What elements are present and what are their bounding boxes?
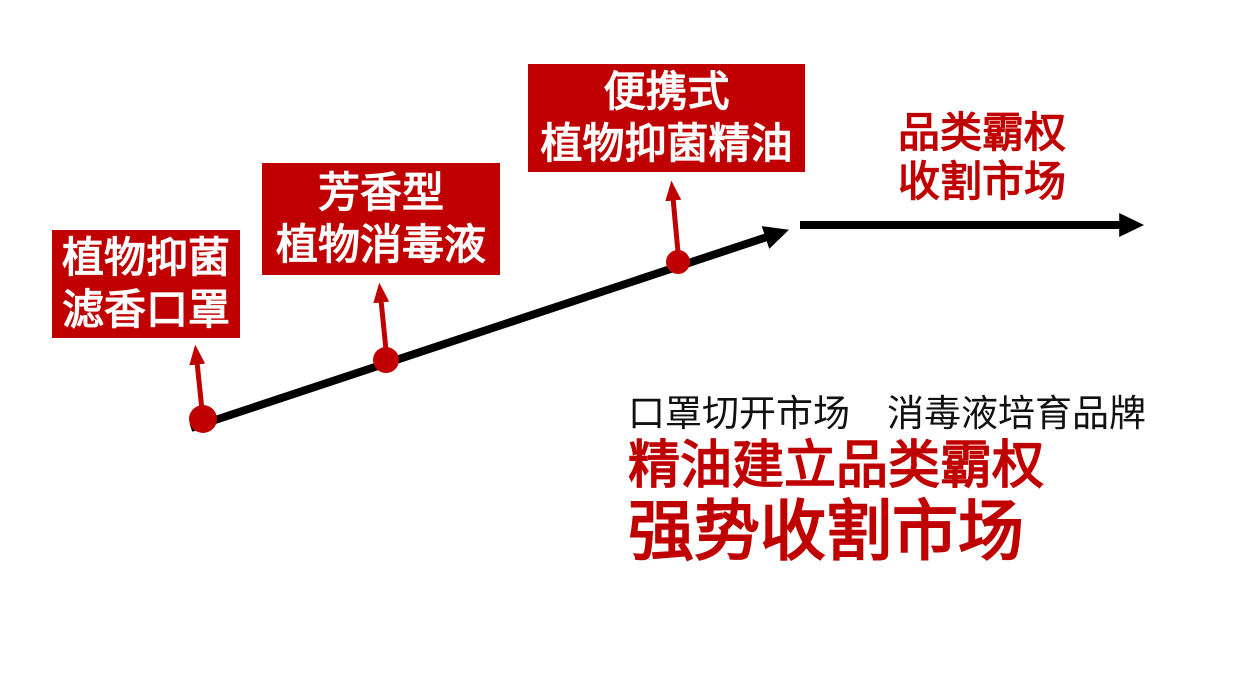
connector-arrow-1 (189, 344, 206, 411)
connector-arrow-3 (665, 180, 682, 253)
milestone-label-line: 芳香型 (317, 168, 444, 216)
milestone-label-line: 植物抑菌精油 (540, 120, 793, 167)
milestone-box-essential-oil: 便携式 植物抑菌精油 (528, 64, 805, 172)
milestone-box-disinfectant: 芳香型 植物消毒液 (262, 163, 500, 275)
milestone-label-line: 便携式 (603, 67, 730, 115)
endpoint-label-line1: 品类霸权 (897, 109, 1066, 156)
milestone-label-line: 植物抑菌 (61, 233, 230, 281)
connector-arrow-2 (373, 282, 390, 351)
caption-line-black: 口罩切开市场 消毒液培育品牌 (628, 393, 1146, 434)
milestone-dot-3 (666, 250, 690, 274)
milestone-dot-2 (373, 347, 399, 373)
caption-line-red-medium: 精油建立品类霸权 (628, 437, 1045, 496)
endpoint-label: 品类霸权 收割市场 (872, 108, 1092, 206)
milestone-dot-1 (189, 405, 217, 433)
milestone-label-line: 滤香口罩 (61, 286, 230, 333)
caption-block: 口罩切开市场 消毒液培育品牌 精油建立品类霸权 强势收割市场 (628, 392, 1228, 566)
endpoint-label-line2: 收割市场 (897, 158, 1066, 206)
milestone-box-mask: 植物抑菌 滤香口罩 (52, 230, 240, 338)
caption-line-red-large: 强势收割市场 (628, 493, 1024, 568)
milestone-label-line: 植物消毒液 (275, 221, 486, 268)
